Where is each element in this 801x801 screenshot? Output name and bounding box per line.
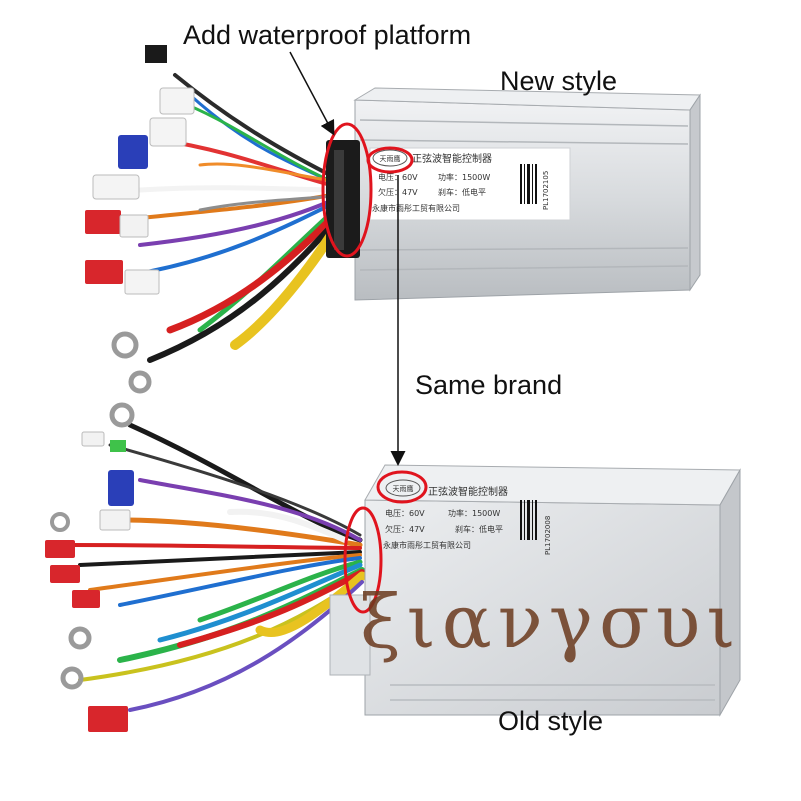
old-controller: 天雨鹰 正弦波智能控制器 电压：60V 功率：1500W 欠压：47V 刹车：低… [45, 402, 741, 732]
old-brake-text: 刹车：低电平 [455, 524, 503, 534]
old-undervoltage-text: 欠压：47V [385, 524, 425, 534]
new-maker-text: 永康市雨彤工贸有限公司 [372, 203, 460, 213]
old-controller-connectors [45, 402, 135, 732]
old-maker-text: 永康市雨彤工贸有限公司 [383, 540, 471, 550]
waterproof-arrow [289, 51, 335, 136]
old-power-text: 功率：1500W [448, 508, 500, 518]
new-logo-highlight [366, 146, 414, 174]
new-barcode [520, 164, 537, 204]
waterproof-platform-caption: Add waterproof platform [183, 20, 472, 50]
new-logo-text: 天雨鹰 [380, 154, 401, 163]
old-controller-label: 天雨鹰 正弦波智能控制器 电压：60V 功率：1500W 欠压：47V 刹车：低… [383, 479, 552, 555]
old-cable-entry-highlight [343, 506, 383, 614]
new-controller-connectors [85, 45, 195, 394]
watermark-text: ξιανγσυι [360, 579, 742, 665]
new-style-caption: New style [500, 66, 618, 96]
old-title-text: 正弦波智能控制器 [428, 485, 508, 498]
new-waterproof-highlight [321, 122, 373, 258]
new-serial-text: PL1702105 [542, 171, 550, 210]
old-logo-highlight [376, 470, 428, 504]
new-controller-label: 天雨鹰 正弦波智能控制器 电压：60V 功率：1500W 欠压：47V 刹车：低… [369, 147, 571, 221]
old-voltage-text: 电压：60V [385, 508, 425, 518]
old-controller-housing [329, 464, 741, 717]
old-controller-wire-harness [68, 422, 367, 712]
old-serial-text: PL1702008 [544, 516, 552, 555]
new-title-text: 正弦波智能控制器 [412, 152, 492, 165]
new-power-text: 功率：1500W [438, 172, 490, 182]
old-barcode [520, 500, 537, 540]
new-brake-text: 刹车：低电平 [438, 187, 486, 197]
old-style-caption: Old style [498, 706, 604, 736]
same-brand-caption: Same brand [415, 370, 563, 400]
new-controller: 天雨鹰 正弦波智能控制器 电压：60V 功率：1500W 欠压：47V 刹车：低… [85, 45, 701, 394]
old-logo-text: 天雨鹰 [393, 484, 414, 493]
annotation-arrows [289, 51, 406, 466]
